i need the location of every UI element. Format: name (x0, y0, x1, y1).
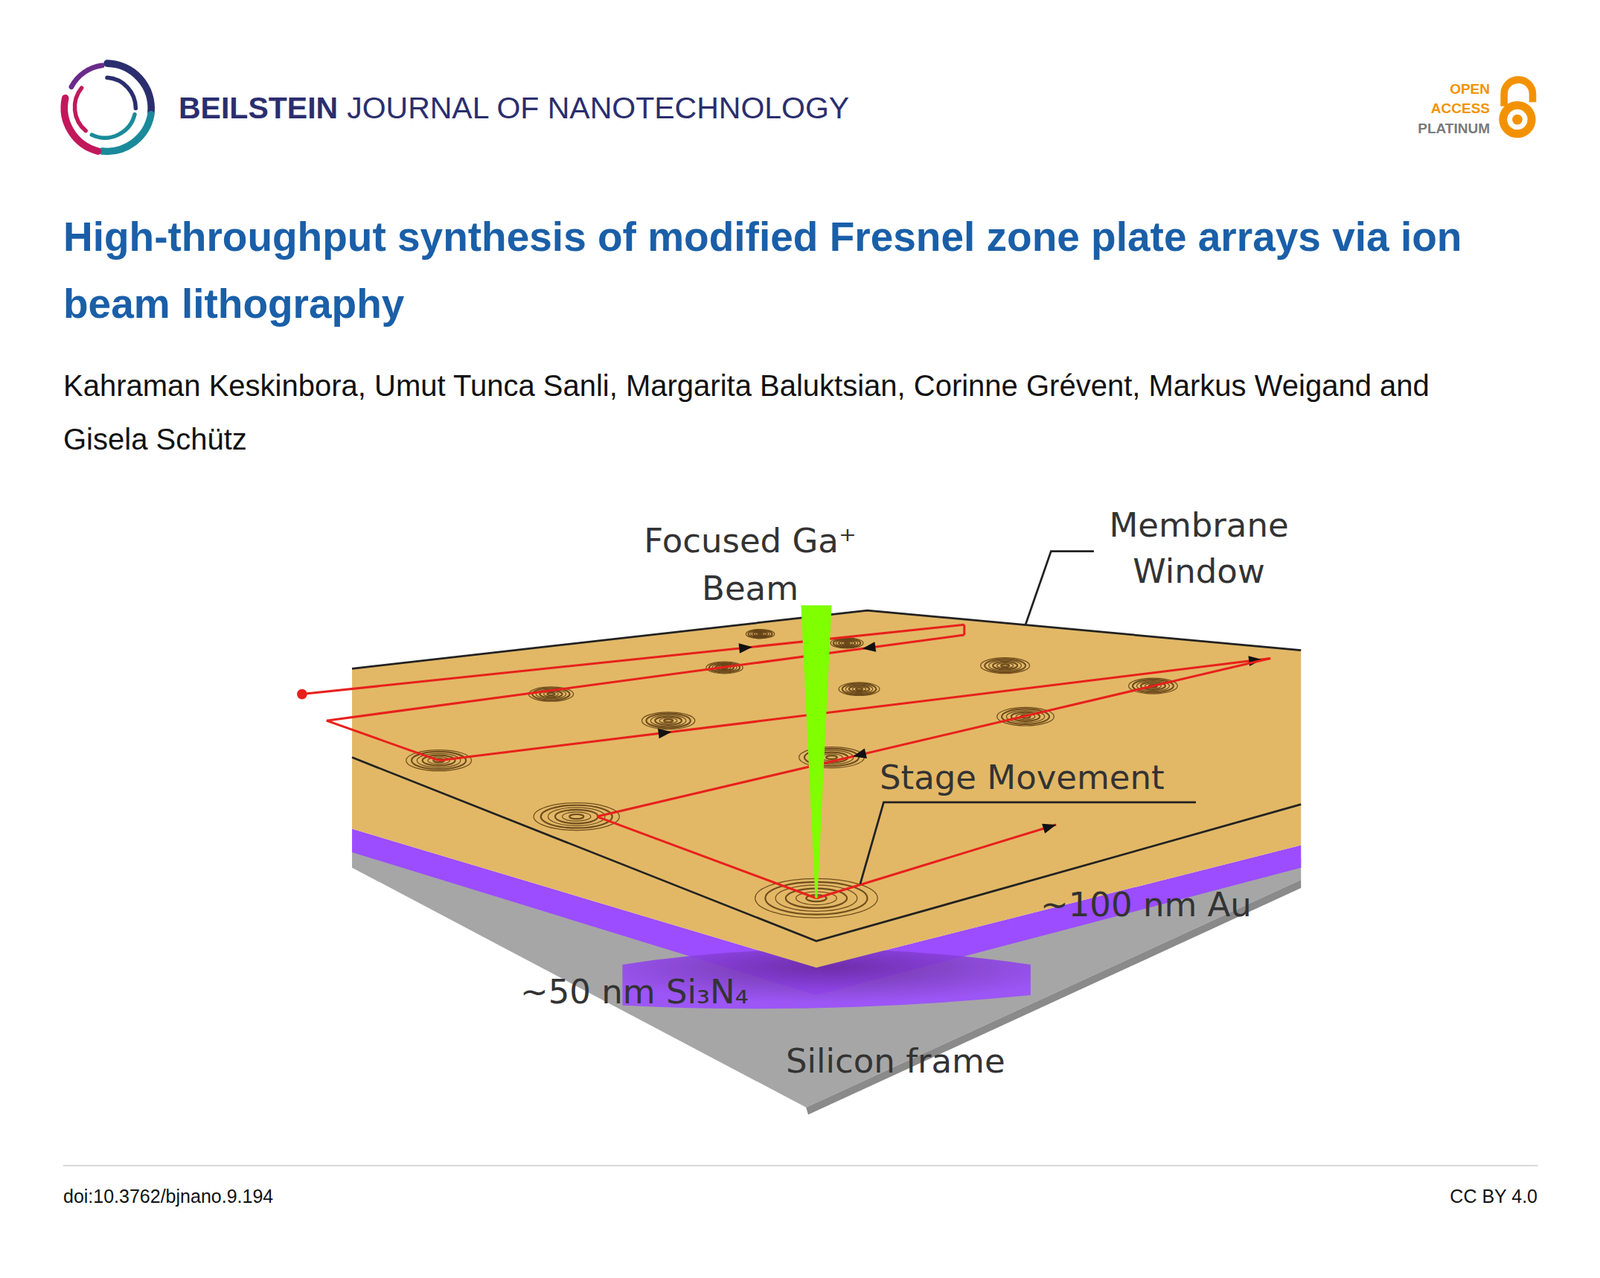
zone-ring (753, 631, 768, 637)
path-arrowhead (738, 642, 753, 654)
zone-ring (659, 717, 678, 724)
open-access-text: ACCESS (1431, 100, 1490, 118)
membrane-window-border (352, 757, 1301, 942)
zone-ring (547, 807, 606, 827)
zone-ring (748, 630, 773, 638)
path-segment (596, 816, 817, 899)
zone-plates (406, 629, 1179, 919)
license-text: CC BY 4.0 (1449, 1184, 1538, 1208)
zone-ring (835, 639, 858, 646)
beam-label: Focused Ga⁺ Beam (623, 517, 877, 613)
zone-ring (997, 663, 1014, 669)
path-arrowhead (852, 748, 867, 759)
layer-label: ~100 nm Au (1040, 884, 1252, 926)
zone-ring (745, 629, 774, 639)
zone-ring (546, 692, 555, 696)
zone-ring (830, 637, 864, 649)
zone-ring (833, 638, 862, 648)
open-access-lock (1498, 79, 1536, 138)
zone-ring (757, 633, 763, 635)
zone-ring (569, 814, 584, 819)
zone-ring (980, 657, 1030, 674)
zone-ring (755, 632, 766, 636)
zone-ring (650, 715, 687, 727)
zone-ring (641, 712, 695, 730)
zone-ring (562, 811, 591, 821)
path-segment (326, 720, 440, 760)
zone-ring (841, 641, 853, 646)
zone-ring (543, 691, 559, 696)
doi-text: doi:10.3762/bjnano.9.194 (63, 1184, 274, 1208)
zone-ring (989, 660, 1022, 671)
stage-movement-path (296, 624, 1271, 898)
zone-ring (826, 755, 838, 760)
path-segment (439, 658, 1272, 761)
zone-ring (845, 684, 873, 694)
path-segment (596, 658, 1271, 818)
zone-ring (842, 683, 877, 695)
zone-ring (750, 631, 771, 638)
paper-title: High-throughput synthesis of modified Fr… (63, 203, 1478, 338)
zone-ring (984, 658, 1026, 672)
zone-ring (645, 713, 690, 728)
layer-label: ~50 nm Si₃N₄ (520, 971, 749, 1013)
zone-ring (1000, 663, 1010, 667)
path-segment (962, 624, 966, 635)
zone-ring (843, 642, 850, 644)
membrane-leader (1025, 551, 1094, 626)
journal-name: JOURNAL OF NANOTECHNOLOGY (346, 90, 850, 127)
zone-ring (654, 715, 682, 725)
zone-ring (838, 640, 856, 646)
open-access-text: PLATINUM (1417, 120, 1490, 138)
zone-ring (992, 661, 1018, 670)
path-arrowhead (657, 728, 672, 739)
path-segment (302, 624, 965, 694)
path-segment (816, 824, 1056, 899)
path-start-dot (296, 689, 308, 700)
footer-rule (63, 1164, 1538, 1167)
stage-leader (860, 802, 1196, 885)
frame-label: Silicon frame (785, 1041, 1006, 1082)
path-arrowhead (862, 641, 877, 652)
zone-ring (855, 687, 863, 690)
stage-label: Stage Movement (879, 757, 1165, 798)
membrane-label: Membrane Window (1087, 502, 1311, 595)
path-arrowhead (1041, 823, 1056, 834)
zone-ring (663, 718, 673, 722)
zone-ring (852, 686, 866, 692)
journal-name: BEILSTEIN (178, 90, 338, 127)
journal-logo (64, 63, 152, 152)
open-access-text: OPEN (1449, 81, 1490, 99)
author-list: Kahraman Keskinbora, Umut Tunca Sanli, M… (63, 358, 1478, 466)
zone-ring (555, 809, 599, 824)
ion-beam (800, 605, 832, 899)
zone-ring (849, 685, 870, 693)
zone-ring (838, 682, 880, 696)
zone-ring (533, 802, 620, 831)
